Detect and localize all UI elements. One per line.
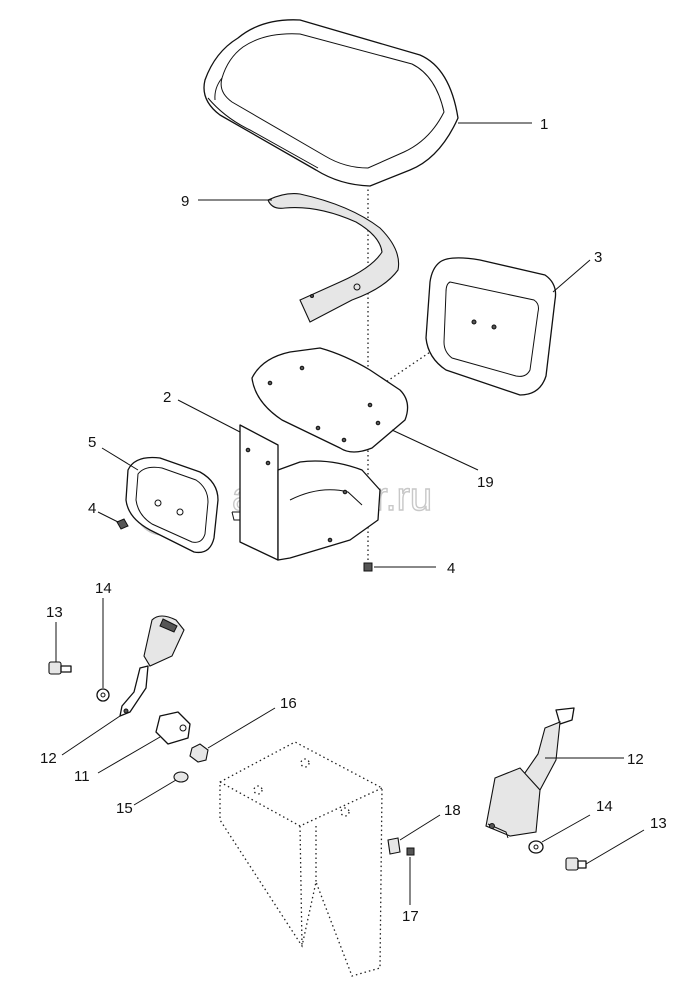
seat-belt-buckle [119, 615, 185, 717]
washer-left [96, 688, 110, 702]
callout-13-left: 13 [46, 604, 63, 621]
bolt-left [48, 661, 72, 675]
callout-5: 5 [88, 434, 96, 451]
callout-18: 18 [444, 802, 461, 819]
callout-17: 17 [402, 908, 419, 925]
seat-pan-plate [251, 347, 409, 453]
callout-15: 15 [116, 800, 133, 817]
callout-11: 11 [74, 768, 90, 785]
anchor-bracket [155, 711, 191, 745]
callout-labels: 1 9 3 2 19 5 4 4 13 14 16 12 11 15 12 18… [40, 116, 667, 925]
flange-nut [173, 771, 189, 783]
callout-12-right: 12 [627, 751, 644, 768]
callout-14-left: 14 [95, 580, 112, 597]
washer-right [528, 840, 544, 854]
screw-small [406, 847, 415, 856]
clip-plate [387, 837, 401, 855]
screw-bottom [363, 562, 373, 572]
callout-9: 9 [181, 193, 189, 210]
callout-3: 3 [594, 249, 602, 266]
callout-14-right: 14 [596, 798, 613, 815]
callout-13-right: 13 [650, 815, 667, 832]
callout-12-left: 12 [40, 750, 57, 767]
seat-belt-retractor [485, 707, 575, 839]
callout-19: 19 [477, 474, 494, 491]
side-armrest [125, 456, 219, 554]
seat-base-phantom [219, 741, 383, 977]
callout-4-bottom: 4 [447, 560, 455, 577]
nut [189, 743, 209, 763]
screw-left [116, 518, 129, 530]
seat-strip [267, 193, 400, 323]
backrest [425, 257, 557, 396]
leader-lines [55, 122, 645, 905]
bolt-right [565, 857, 587, 871]
seat-cushion [203, 19, 459, 187]
mounting-bracket [231, 424, 381, 561]
callout-16: 16 [280, 695, 297, 712]
callout-1: 1 [540, 116, 548, 133]
callout-4-left: 4 [88, 500, 96, 517]
callout-2: 2 [163, 389, 171, 406]
